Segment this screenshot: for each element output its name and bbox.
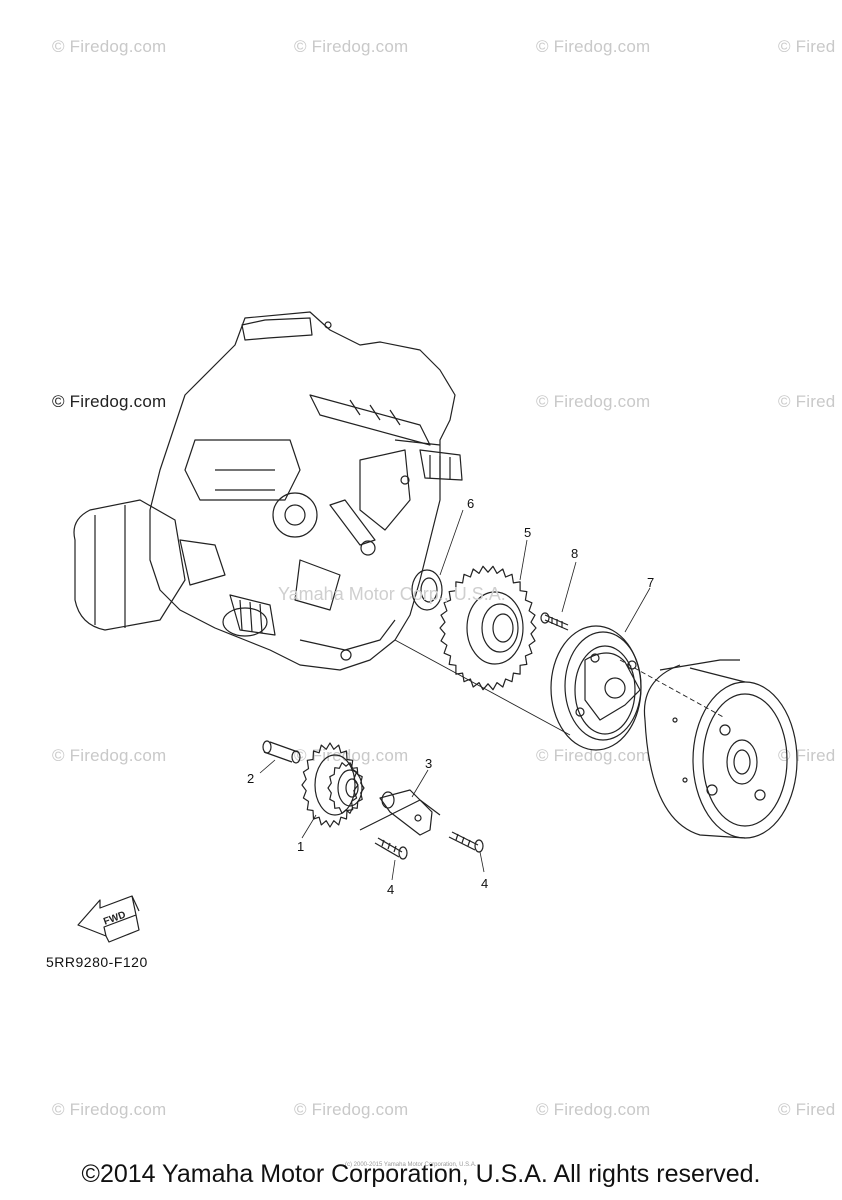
- part-1-idler-gear: [301, 742, 365, 828]
- watermark: © Firedog.com: [52, 392, 167, 411]
- part-4-screw: [374, 837, 408, 860]
- callout-2: 2: [247, 771, 254, 786]
- watermark: © Fired: [778, 746, 836, 765]
- part-2-pin: [262, 740, 301, 764]
- callout-1: 1: [297, 839, 304, 854]
- watermark: © Firedog.com: [52, 1100, 167, 1119]
- assembly-line: [619, 659, 726, 719]
- small-print: (c) 2000-2015 Yamaha Motor Corporation, …: [345, 1162, 477, 1168]
- assembly-line: [394, 639, 571, 736]
- watermark: © Firedog.com: [536, 1100, 651, 1119]
- part-3-plate: [359, 789, 441, 836]
- callout-4: 4: [387, 882, 394, 897]
- watermark: © Firedog.com: [294, 37, 409, 56]
- leader-lines: [259, 509, 651, 881]
- watermark: © Firedog.com: [536, 392, 651, 411]
- watermark: © Firedog.com: [294, 746, 409, 765]
- watermark: © Firedog.com: [52, 37, 167, 56]
- part-4-screw: [448, 831, 484, 853]
- part-7-starter-clutch: [550, 625, 642, 751]
- flywheel-rotor: [643, 659, 798, 839]
- part-6-washer: [411, 569, 443, 611]
- callout-3: 3: [425, 756, 432, 771]
- copyright-footer: ©2014 Yamaha Motor Corporation, U.S.A. A…: [81, 1160, 761, 1188]
- callout-5: 5: [524, 525, 531, 540]
- diagram-code: 5RR9280-F120: [46, 954, 148, 970]
- watermark: © Fired: [778, 392, 836, 411]
- watermark: © Fired: [778, 1100, 836, 1119]
- watermark: © Firedog.com: [52, 746, 167, 765]
- callout-7: 7: [647, 575, 654, 590]
- watermark: © Firedog.com: [536, 37, 651, 56]
- callout-6: 6: [467, 496, 474, 511]
- watermark: © Firedog.com: [294, 1100, 409, 1119]
- callout-8: 8: [571, 546, 578, 561]
- watermark: © Firedog.com: [536, 746, 651, 765]
- engine-crankcase: [73, 311, 463, 671]
- center-watermark: Yamaha Motor Corp., U.S.A.: [278, 584, 506, 604]
- part-8-bolt: [540, 612, 569, 631]
- watermark: © Fired: [778, 37, 836, 56]
- callout-4: 4: [481, 876, 488, 891]
- part-5-gear: [439, 565, 537, 691]
- fwd-arrow-icon: FWD: [77, 895, 140, 943]
